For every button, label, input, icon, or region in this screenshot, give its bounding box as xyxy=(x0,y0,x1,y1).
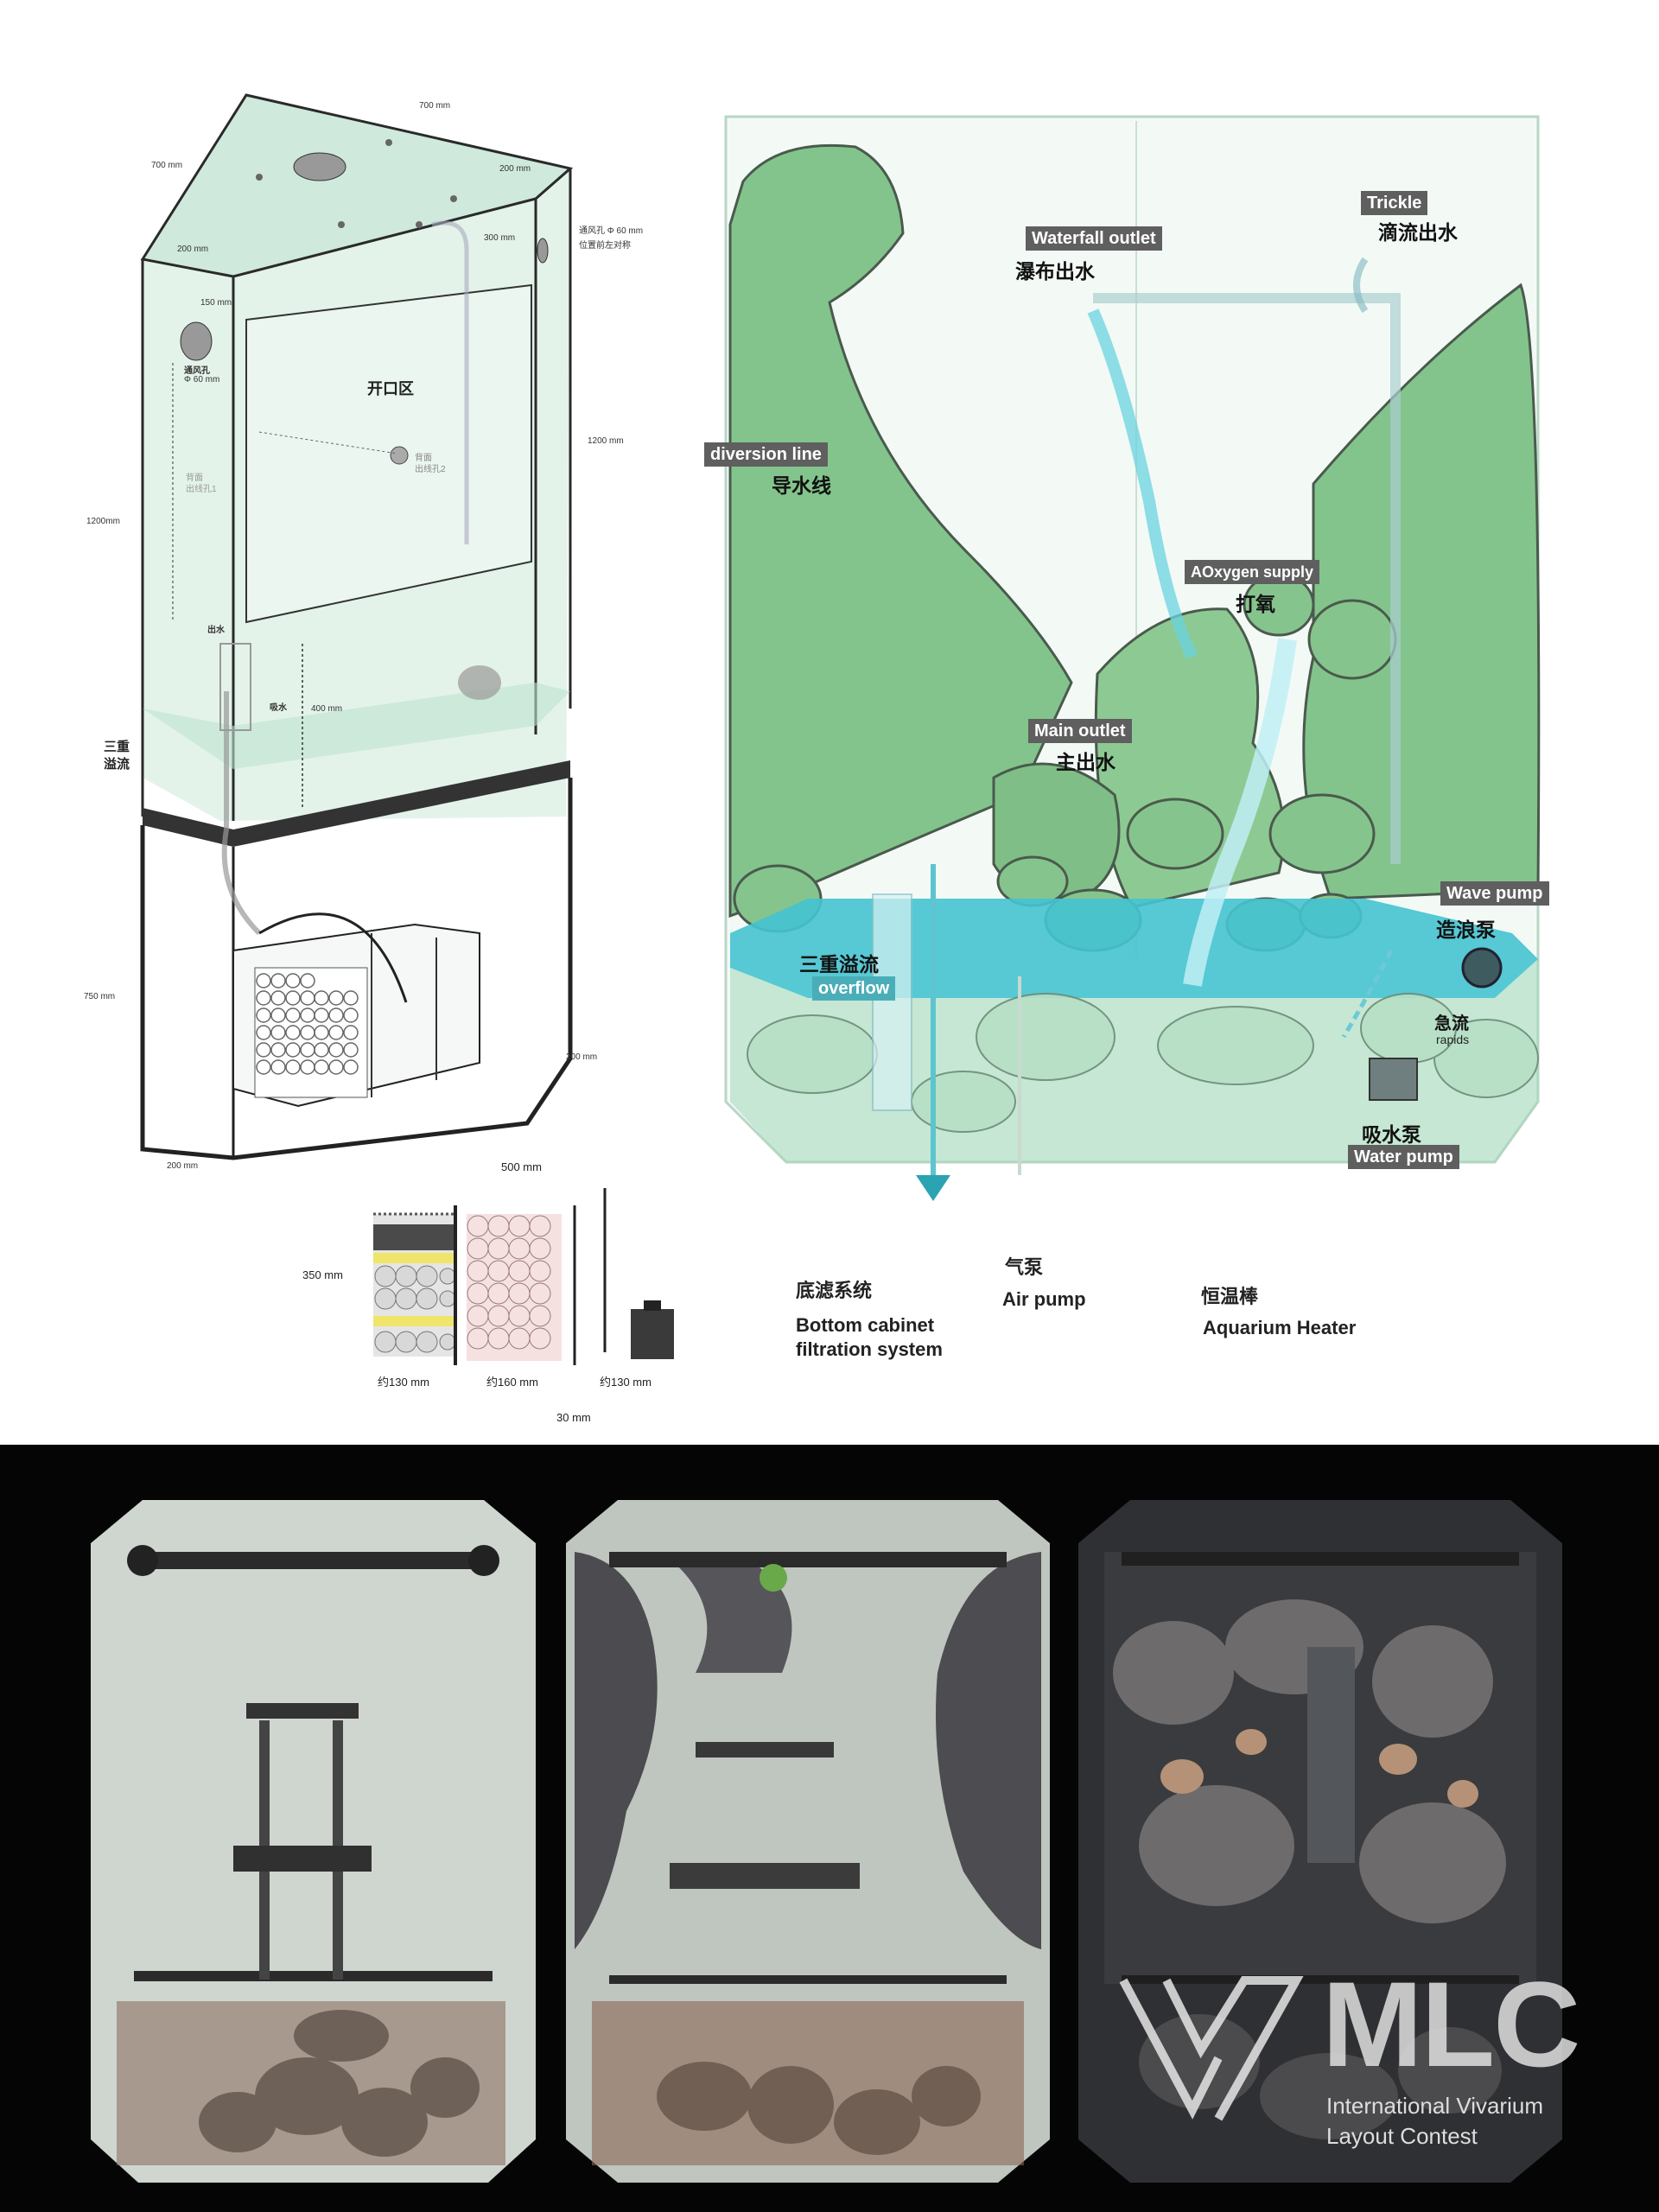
main-outlet-zh: 主出水 xyxy=(1056,751,1116,773)
photo-strip: MLC International Vivarium Layout Contes… xyxy=(0,1445,1659,2212)
sump-media xyxy=(256,973,359,1075)
dim-corner-right: 200 mm xyxy=(499,164,531,174)
dim-150: 150 mm xyxy=(200,298,232,308)
back-hole-1-sub: 出线孔1 xyxy=(186,485,217,494)
heater-zh: 恒温棒 xyxy=(1201,1286,1259,1307)
sump-sec2: 约160 mm xyxy=(486,1376,538,1389)
water-pump-tag: Water pump xyxy=(1348,1145,1459,1169)
vent-left-label: 通风孔 xyxy=(184,366,210,376)
air-pump-en: Air pump xyxy=(1002,1288,1086,1310)
dim-bottom-left: 200 mm xyxy=(167,1161,199,1171)
rapids-en: rapids xyxy=(1436,1033,1470,1046)
main-outlet-tag: Main outlet xyxy=(1028,719,1132,743)
rapids-zh: 急流 xyxy=(1434,1014,1469,1033)
build-photo-2 xyxy=(557,1500,1058,2191)
bottom-filter-zh: 底滤系统 xyxy=(796,1280,873,1301)
sump-sec1: 约130 mm xyxy=(378,1376,429,1389)
sump-gap: 30 mm xyxy=(556,1411,591,1424)
dim-bottom-right: 200 mm xyxy=(566,1052,598,1062)
bottom-filter-en-2: filtration system xyxy=(796,1338,943,1360)
sump-height: 350 mm xyxy=(302,1268,343,1281)
air-pump-zh: 气泵 xyxy=(1005,1256,1044,1278)
mlc-logo-line1: International Vivarium xyxy=(1326,2093,1543,2119)
open-area-label: 开口区 xyxy=(367,380,414,397)
waterfall-tag: Waterfall outlet xyxy=(1026,226,1162,251)
dim-corner-left: 200 mm xyxy=(177,245,209,254)
waterfall-zh: 瀑布出水 xyxy=(1015,260,1095,283)
bottom-filter-en-1: Bottom cabinet xyxy=(796,1314,935,1336)
dim-height-left: 1200mm xyxy=(86,517,120,526)
mlc-logo-line2: Layout Contest xyxy=(1326,2123,1478,2149)
vent-right-sub: 位置前左对称 xyxy=(579,241,631,251)
build-photo-1 xyxy=(82,1500,544,2191)
dim-height-right: 1200 mm xyxy=(588,436,624,446)
overflow-label-1: 三重 xyxy=(104,740,130,754)
dim-top-width: 700 mm xyxy=(419,101,451,111)
sump-width: 500 mm xyxy=(501,1160,542,1173)
back-hole-1-label: 背面 xyxy=(186,474,203,483)
vivarium-concept xyxy=(724,115,1541,1201)
oxygen-zh: 打氧 xyxy=(1236,593,1275,615)
overflow-label-2: 溢流 xyxy=(104,757,130,772)
vent-left-sub: Φ 60 mm xyxy=(184,375,220,385)
sump-sec3: 约130 mm xyxy=(600,1376,652,1389)
diagram-area: 700 mm 700 mm 200 mm 200 mm 300 mm 150 m… xyxy=(84,93,1549,1424)
trickle-zh: 滴流出水 xyxy=(1378,221,1458,244)
outlet-label: 出水 xyxy=(207,626,225,635)
mlc-logo-text: MLC xyxy=(1322,1956,1580,2092)
overflow-zh: 三重溢流 xyxy=(799,953,879,976)
mlc-logo-mark xyxy=(1119,1976,1304,2121)
mlc-logo: MLC International Vivarium Layout Contes… xyxy=(1115,1956,1599,2188)
dim-inner-300: 300 mm xyxy=(484,233,516,243)
back-hole-2-sub: 出线孔2 xyxy=(415,465,446,474)
dim-top-left: 700 mm xyxy=(151,161,183,170)
trickle-tag: Trickle xyxy=(1361,191,1428,215)
diversion-zh: 导水线 xyxy=(772,474,831,497)
dim-cabinet: 750 mm xyxy=(84,992,116,1001)
water-pump-zh: 吸水泵 xyxy=(1362,1123,1421,1146)
sump-detail xyxy=(373,1188,674,1365)
dim-400: 400 mm xyxy=(311,704,343,714)
vent-right-label: 通风孔 Φ 60 mm xyxy=(579,226,644,236)
tank-schematic xyxy=(140,93,574,1160)
diversion-tag: diversion line xyxy=(704,442,828,467)
build-photo-3 xyxy=(1070,1500,1571,2191)
oxygen-tag: AOxygen supply xyxy=(1185,560,1320,584)
wave-pump-tag: Wave pump xyxy=(1440,881,1549,906)
heater-en: Aquarium Heater xyxy=(1203,1317,1357,1338)
inlet-label: 吸水 xyxy=(270,703,287,713)
overflow-tag: overflow xyxy=(812,976,896,1001)
wave-pump-zh: 造浪泵 xyxy=(1436,918,1496,941)
back-hole-2-label: 背面 xyxy=(415,454,432,463)
